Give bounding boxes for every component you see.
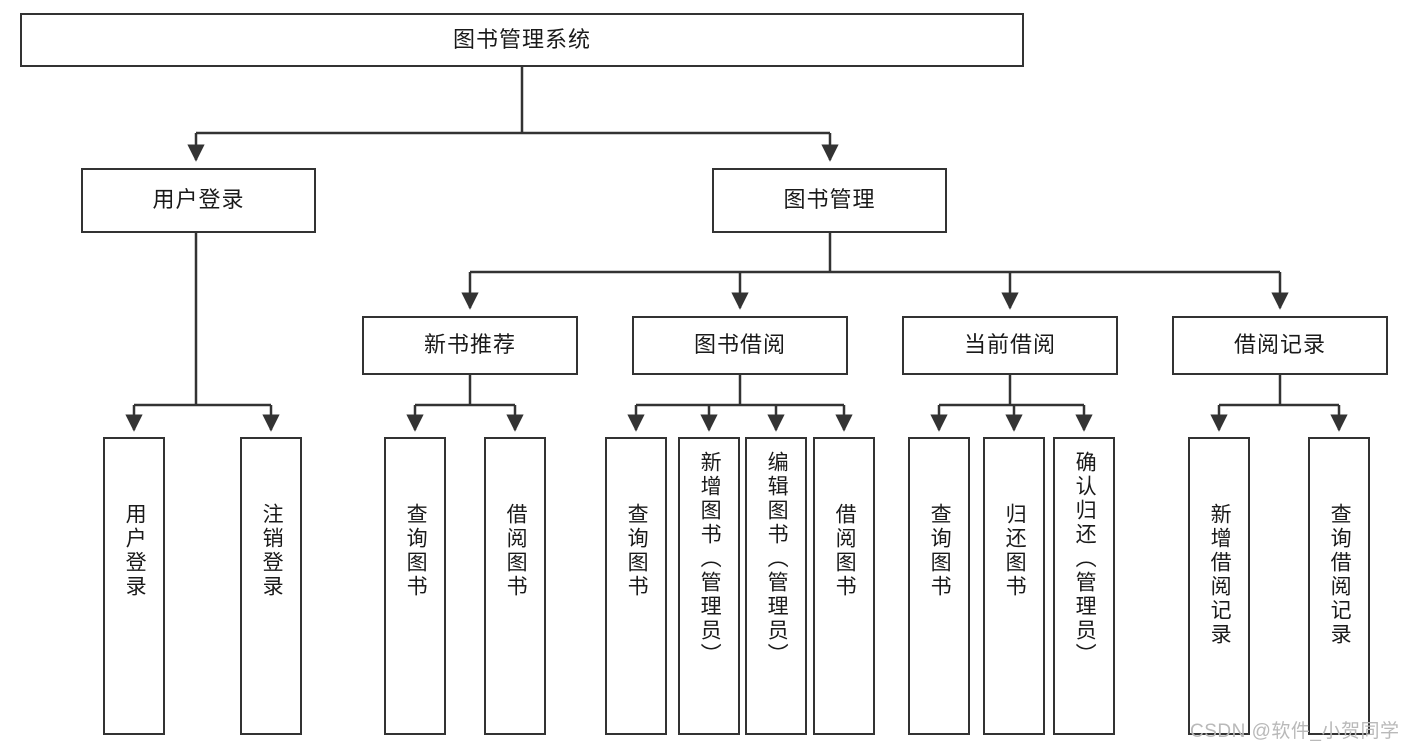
node-root[interactable]: 图书管理系统 [20,13,1024,67]
node-leaf-query-book-current-label: 查询图书 [928,503,952,599]
node-leaf-borrow-book-label: 借阅图书 [833,503,857,599]
node-leaf-query-book-borrow-label: 查询图书 [625,503,649,599]
node-leaf-return-book-label: 归还图书 [1003,503,1027,599]
node-leaf-user-login[interactable]: 用户登录 [103,437,165,735]
node-leaf-confirm-return-admin[interactable]: 确认归还（管理员） [1053,437,1115,735]
node-book-manage[interactable]: 图书管理 [712,168,947,233]
node-leaf-borrow-book-rec[interactable]: 借阅图书 [484,437,546,735]
node-leaf-return-book[interactable]: 归还图书 [983,437,1045,735]
node-leaf-query-book-current[interactable]: 查询图书 [908,437,970,735]
node-leaf-borrow-book[interactable]: 借阅图书 [813,437,875,735]
node-user-login-label: 用户登录 [152,187,245,213]
node-leaf-query-book-rec-label: 查询图书 [404,503,428,599]
node-leaf-add-borrow-record-label: 新增借阅记录 [1208,503,1232,647]
node-user-login[interactable]: 用户登录 [81,168,316,233]
node-new-book-rec[interactable]: 新书推荐 [362,316,578,375]
node-book-manage-label: 图书管理 [783,187,876,213]
node-leaf-logout-login[interactable]: 注销登录 [240,437,302,735]
node-leaf-user-login-label: 用户登录 [123,503,147,599]
node-leaf-logout-login-label: 注销登录 [260,503,284,599]
node-leaf-query-borrow-record[interactable]: 查询借阅记录 [1308,437,1370,735]
node-book-borrow[interactable]: 图书借阅 [632,316,848,375]
node-borrow-record-label: 借阅记录 [1233,332,1326,358]
node-current-borrow-label: 当前借阅 [963,332,1056,358]
node-leaf-query-book-borrow[interactable]: 查询图书 [605,437,667,735]
node-leaf-add-book-admin[interactable]: 新增图书（管理员） [678,437,740,735]
node-leaf-edit-book-admin-label: 编辑图书（管理员） [765,451,789,667]
node-leaf-borrow-book-rec-label: 借阅图书 [504,503,528,599]
node-leaf-add-borrow-record[interactable]: 新增借阅记录 [1188,437,1250,735]
node-leaf-edit-book-admin[interactable]: 编辑图书（管理员） [745,437,807,735]
node-new-book-rec-label: 新书推荐 [423,332,516,358]
node-leaf-query-book-rec[interactable]: 查询图书 [384,437,446,735]
node-leaf-confirm-return-admin-label: 确认归还（管理员） [1073,451,1097,667]
node-borrow-record[interactable]: 借阅记录 [1172,316,1388,375]
node-root-label: 图书管理系统 [452,26,591,52]
node-current-borrow[interactable]: 当前借阅 [902,316,1118,375]
csdn-watermark: CSDN @软件_小贺同学 [1190,721,1400,742]
node-leaf-add-book-admin-label: 新增图书（管理员） [698,451,722,667]
node-book-borrow-label: 图书借阅 [693,332,786,358]
node-leaf-query-borrow-record-label: 查询借阅记录 [1328,503,1352,647]
